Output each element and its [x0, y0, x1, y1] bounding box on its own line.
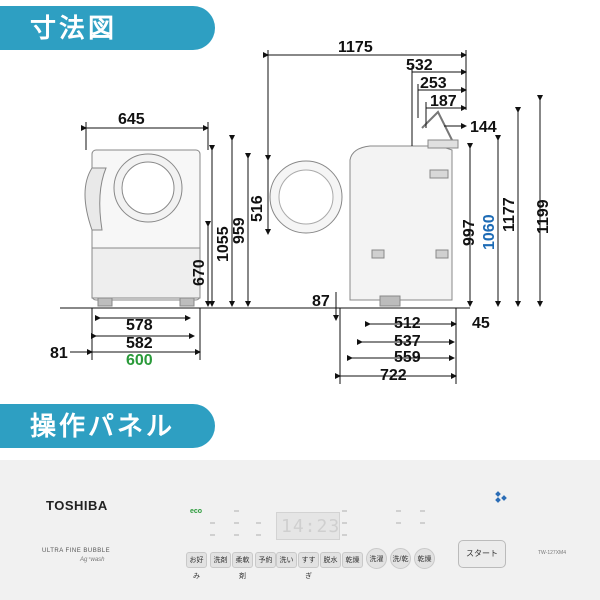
ag-wash-label: Ag⁺wash [80, 557, 105, 563]
dim-1060: 1060 [481, 214, 498, 250]
dim-144: 144 [470, 119, 497, 136]
side-view [349, 110, 459, 307]
diamond-logo-icon [466, 490, 510, 503]
section-header-control-panel: 操作パネル [0, 404, 215, 448]
dim-1055: 1055 [215, 226, 232, 262]
dim-670: 670 [191, 259, 208, 286]
dim-187: 187 [430, 93, 457, 110]
dim-959: 959 [231, 217, 248, 244]
button-reserve[interactable]: 予約 [255, 552, 276, 568]
dim-997: 997 [461, 219, 478, 246]
dim-537: 537 [394, 333, 421, 350]
dim-45: 45 [472, 315, 490, 332]
dim-559: 559 [394, 349, 421, 366]
brand-logo: TOSHIBA [46, 498, 108, 513]
dim-81: 81 [50, 345, 68, 362]
door-detail [269, 160, 343, 234]
dim-582: 582 [126, 335, 153, 352]
dim-87: 87 [312, 293, 330, 310]
dim-512: 512 [394, 315, 421, 332]
ufb-label: ULTRA FINE BUBBLE [42, 548, 111, 554]
control-panel-image: TOSHIBA ULTRA FINE BUBBLE Ag⁺wash eco TW… [0, 460, 600, 600]
button-rinse[interactable]: すすぎ [298, 552, 319, 580]
dim-600: 600 [126, 352, 153, 369]
button-detergent[interactable]: 洗剤 [210, 552, 231, 568]
button-dry[interactable]: 乾燥 [342, 552, 363, 568]
button-wash[interactable]: 洗い [276, 552, 297, 568]
time-display: 14:23 [276, 512, 340, 540]
dim-1175: 1175 [338, 39, 373, 56]
button-spin[interactable]: 脱水 [320, 552, 341, 568]
dim-516: 516 [249, 195, 266, 222]
section-header-dimensions: 寸法図 [0, 6, 215, 50]
button-softener[interactable]: 柔軟剤 [232, 552, 253, 580]
button-course-wash[interactable]: 洗濯 [366, 548, 387, 569]
button-course-wash-dry[interactable]: 洗/乾 [390, 548, 411, 569]
dim-1177: 1177 [501, 197, 518, 232]
dimension-drawing: 645 516 1055 959 670 578 582 600 81 1175… [50, 39, 552, 384]
dim-253: 253 [420, 75, 447, 92]
dim-532: 532 [406, 57, 433, 74]
eco-icon: eco [190, 508, 203, 515]
dim-645: 645 [118, 111, 145, 128]
dim-722: 722 [380, 367, 407, 384]
button-course-dry[interactable]: 乾燥 [414, 548, 435, 569]
front-view [84, 149, 201, 307]
button-okonomi[interactable]: お好み [186, 552, 207, 580]
model-number: TW-127XM4 [538, 550, 566, 556]
dim-578: 578 [126, 317, 153, 334]
dim-1199: 1199 [535, 199, 552, 234]
start-button[interactable]: スタート [458, 540, 506, 568]
